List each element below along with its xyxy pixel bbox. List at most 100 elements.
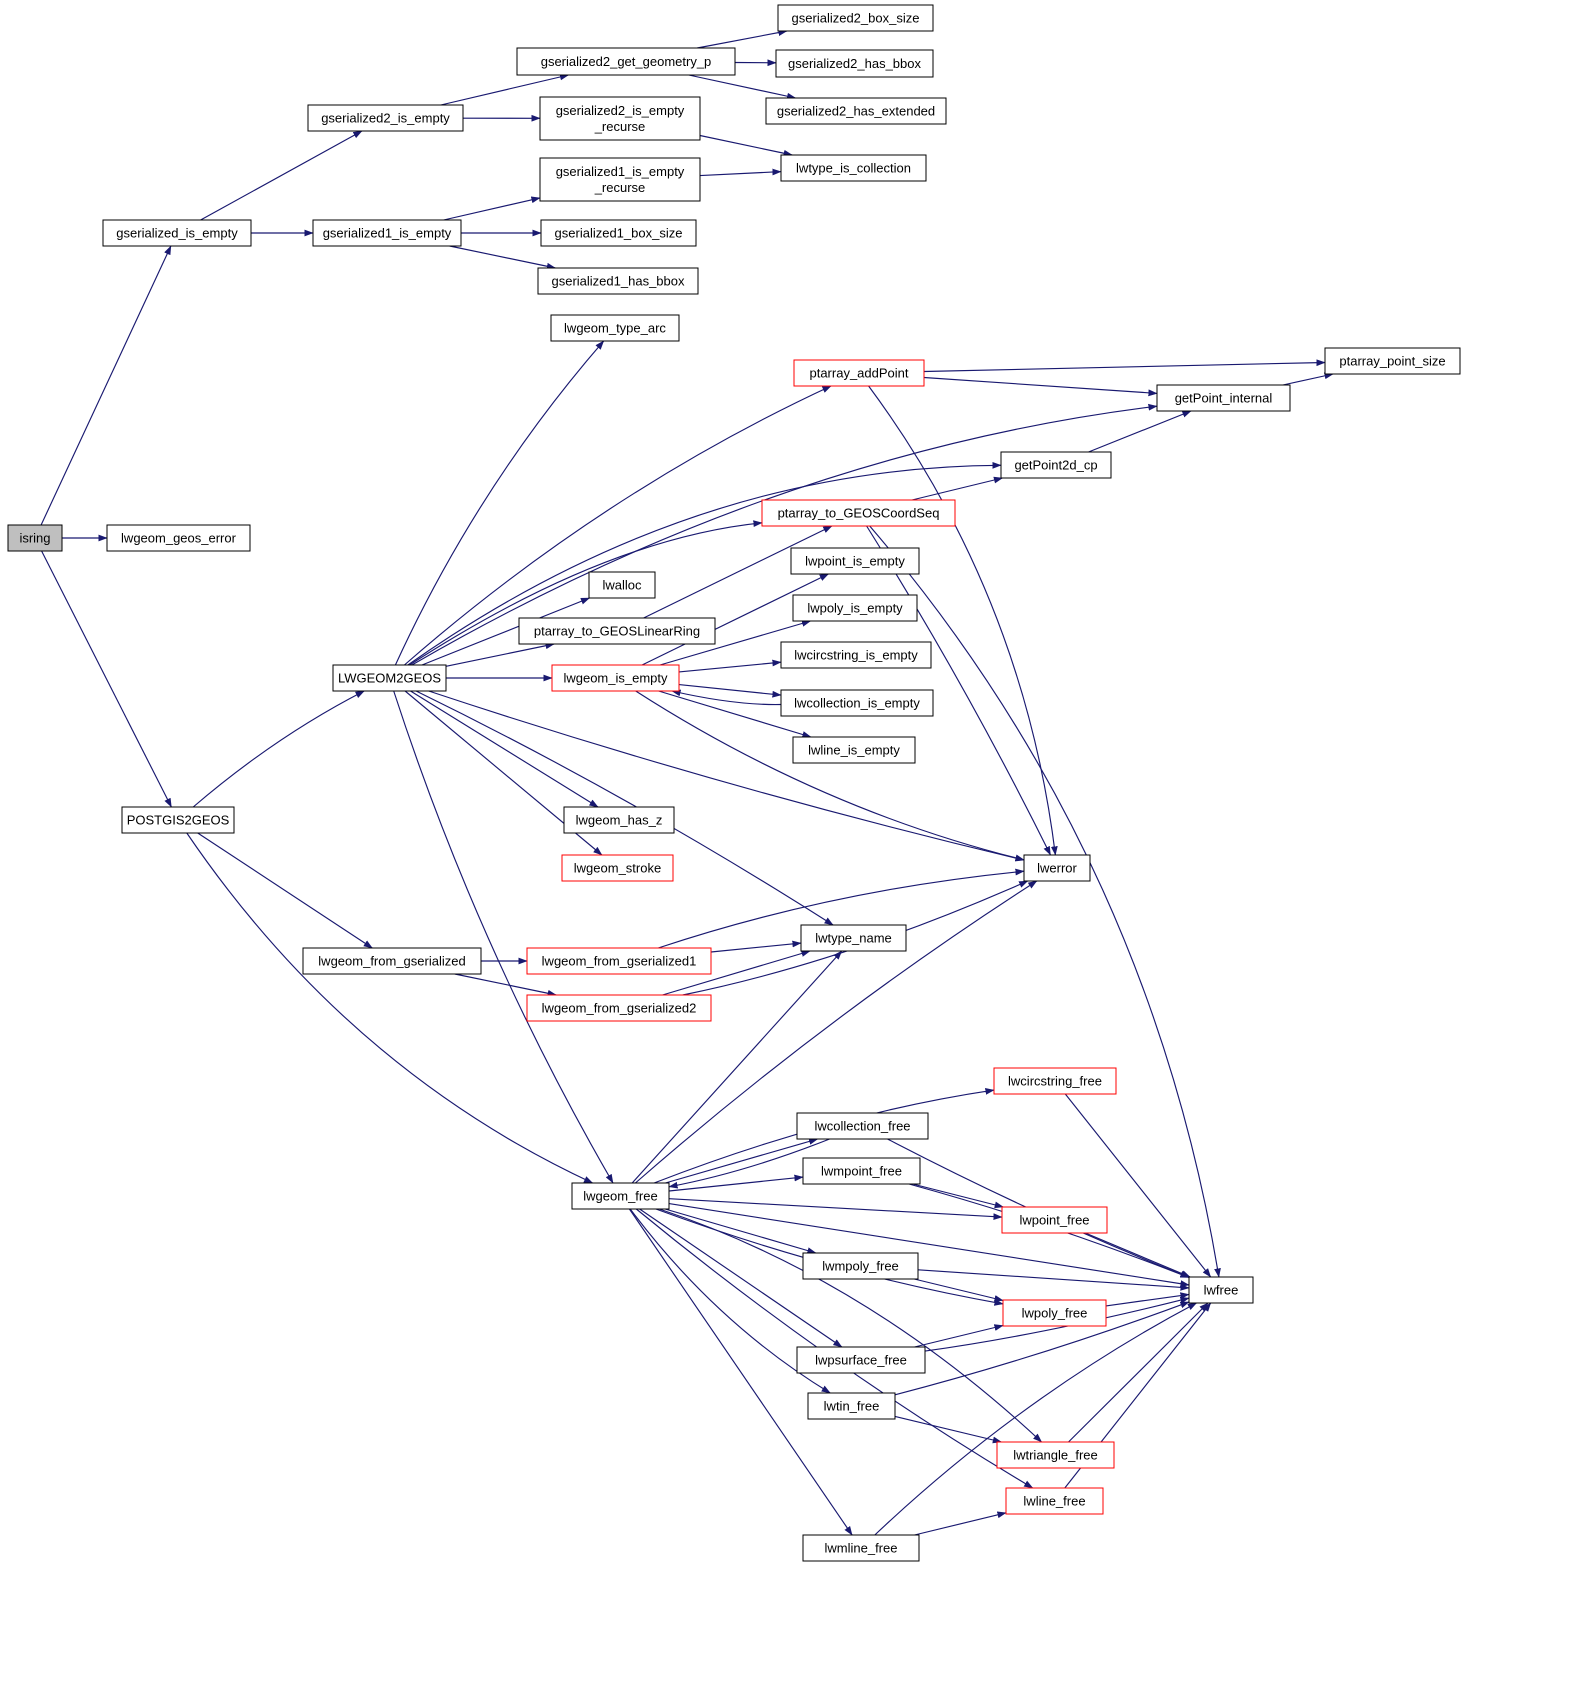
node-box-lwline_free[interactable]: [1005, 1487, 1104, 1515]
node-box-lwpoint_free[interactable]: [1001, 1206, 1108, 1234]
node-box-lwpsurface_free[interactable]: [796, 1346, 926, 1374]
node-box-lwcircstring_is_empty[interactable]: [780, 641, 932, 669]
node-lwgeom_from_gserialized1[interactable]: lwgeom_from_gserialized1: [526, 947, 712, 975]
node-lwtype_name[interactable]: lwtype_name: [800, 924, 907, 952]
node-lwerror[interactable]: lwerror: [1023, 854, 1091, 882]
node-getPoint_internal[interactable]: getPoint_internal: [1156, 384, 1291, 412]
node-box-ptarray_addPoint[interactable]: [793, 359, 925, 387]
node-box-lwpoint_is_empty[interactable]: [790, 547, 920, 575]
node-box-LWGEOM2GEOS[interactable]: [332, 664, 447, 692]
node-box-lwtin_free[interactable]: [807, 1392, 896, 1420]
node-box-gserialized2_is_empty_recurse[interactable]: [539, 96, 701, 141]
node-box-lwpoly_free[interactable]: [1002, 1299, 1107, 1327]
node-lwmline_free[interactable]: lwmline_free: [802, 1534, 920, 1562]
node-gserialized2_box_size[interactable]: gserialized2_box_size: [777, 4, 934, 32]
node-lwpoint_is_empty[interactable]: lwpoint_is_empty: [790, 547, 920, 575]
node-lwgeom_from_gserialized[interactable]: lwgeom_from_gserialized: [302, 947, 482, 975]
node-lwgeom_free[interactable]: lwgeom_free: [571, 1182, 670, 1210]
node-box-lwtype_is_collection[interactable]: [780, 154, 927, 182]
node-gserialized_is_empty[interactable]: gserialized_is_empty: [102, 219, 252, 247]
node-box-lwgeom_from_gserialized[interactable]: [302, 947, 482, 975]
node-box-gserialized2_has_extended[interactable]: [765, 97, 947, 125]
node-lwgeom_geos_error[interactable]: lwgeom_geos_error: [106, 524, 251, 552]
node-lwgeom_from_gserialized2[interactable]: lwgeom_from_gserialized2: [526, 994, 712, 1022]
node-lwgeom_type_arc[interactable]: lwgeom_type_arc: [550, 314, 680, 342]
node-box-lwgeom_has_z[interactable]: [563, 806, 675, 834]
node-box-gserialized2_is_empty[interactable]: [307, 104, 464, 132]
node-lwgeom_stroke[interactable]: lwgeom_stroke: [561, 854, 674, 882]
node-lwmpoly_free[interactable]: lwmpoly_free: [802, 1252, 919, 1280]
node-POSTGIS2GEOS[interactable]: POSTGIS2GEOS: [121, 806, 235, 834]
node-box-ptarray_to_GEOSCoordSeq[interactable]: [761, 499, 956, 527]
node-lwpoint_free[interactable]: lwpoint_free: [1001, 1206, 1108, 1234]
node-gserialized1_is_empty[interactable]: gserialized1_is_empty: [312, 219, 462, 247]
node-box-lwpoly_is_empty[interactable]: [792, 594, 918, 622]
node-lwcircstring_free[interactable]: lwcircstring_free: [993, 1067, 1117, 1095]
node-box-lwerror[interactable]: [1023, 854, 1091, 882]
node-box-lwcollection_free[interactable]: [796, 1112, 929, 1140]
node-gserialized2_get_geometry_p[interactable]: gserialized2_get_geometry_p: [516, 47, 736, 76]
node-lwline_is_empty[interactable]: lwline_is_empty: [792, 736, 916, 764]
node-box-lwgeom_geos_error[interactable]: [106, 524, 251, 552]
node-box-gserialized1_is_empty_recurse[interactable]: [539, 157, 701, 202]
node-lwpoly_free[interactable]: lwpoly_free: [1002, 1299, 1107, 1327]
node-lwline_free[interactable]: lwline_free: [1005, 1487, 1104, 1515]
node-box-lwtriangle_free[interactable]: [996, 1441, 1115, 1469]
node-gserialized2_is_empty_recurse[interactable]: gserialized2_is_empty_recurse: [539, 96, 701, 141]
node-box-getPoint_internal[interactable]: [1156, 384, 1291, 412]
node-box-lwcircstring_free[interactable]: [993, 1067, 1117, 1095]
node-box-gserialized2_get_geometry_p[interactable]: [516, 47, 736, 76]
node-ptarray_addPoint[interactable]: ptarray_addPoint: [793, 359, 925, 387]
node-ptarray_point_size[interactable]: ptarray_point_size: [1324, 347, 1461, 375]
node-lwtriangle_free[interactable]: lwtriangle_free: [996, 1441, 1115, 1469]
node-lwpoly_is_empty[interactable]: lwpoly_is_empty: [792, 594, 918, 622]
node-lwpsurface_free[interactable]: lwpsurface_free: [796, 1346, 926, 1374]
node-gserialized2_has_bbox[interactable]: gserialized2_has_bbox: [775, 49, 934, 78]
node-box-lwfree[interactable]: [1188, 1276, 1254, 1304]
node-box-lwgeom_is_empty[interactable]: [551, 664, 680, 692]
node-lwcircstring_is_empty[interactable]: lwcircstring_is_empty: [780, 641, 932, 669]
node-box-lwgeom_type_arc[interactable]: [550, 314, 680, 342]
node-box-gserialized2_box_size[interactable]: [777, 4, 934, 32]
node-box-lwalloc[interactable]: [588, 571, 656, 599]
node-lwmpoint_free[interactable]: lwmpoint_free: [802, 1157, 921, 1185]
node-LWGEOM2GEOS[interactable]: LWGEOM2GEOS: [332, 664, 447, 692]
node-box-ptarray_point_size[interactable]: [1324, 347, 1461, 375]
node-lwgeom_is_empty[interactable]: lwgeom_is_empty: [551, 664, 680, 692]
node-box-gserialized1_box_size[interactable]: [540, 219, 697, 247]
node-box-lwgeom_from_gserialized1[interactable]: [526, 947, 712, 975]
node-gserialized1_box_size[interactable]: gserialized1_box_size: [540, 219, 697, 247]
node-box-isring[interactable]: [7, 524, 63, 552]
node-box-ptarray_to_GEOSLinearRing[interactable]: [518, 617, 716, 645]
node-lwfree[interactable]: lwfree: [1188, 1276, 1254, 1304]
node-box-gserialized1_is_empty[interactable]: [312, 219, 462, 247]
node-box-lwgeom_free[interactable]: [571, 1182, 670, 1210]
node-lwgeom_has_z[interactable]: lwgeom_has_z: [563, 806, 675, 834]
node-gserialized1_has_bbox[interactable]: gserialized1_has_bbox: [537, 267, 699, 295]
node-isring[interactable]: isring: [7, 524, 63, 552]
node-box-lwtype_name[interactable]: [800, 924, 907, 952]
node-lwcollection_is_empty[interactable]: lwcollection_is_empty: [780, 689, 934, 717]
node-box-lwmpoint_free[interactable]: [802, 1157, 921, 1185]
node-box-lwline_is_empty[interactable]: [792, 736, 916, 764]
node-ptarray_to_GEOSCoordSeq[interactable]: ptarray_to_GEOSCoordSeq: [761, 499, 956, 527]
node-ptarray_to_GEOSLinearRing[interactable]: ptarray_to_GEOSLinearRing: [518, 617, 716, 645]
node-gserialized2_has_extended[interactable]: gserialized2_has_extended: [765, 97, 947, 125]
node-box-lwmline_free[interactable]: [802, 1534, 920, 1562]
node-box-gserialized2_has_bbox[interactable]: [775, 49, 934, 78]
node-lwcollection_free[interactable]: lwcollection_free: [796, 1112, 929, 1140]
node-gserialized1_is_empty_recurse[interactable]: gserialized1_is_empty_recurse: [539, 157, 701, 202]
node-lwtin_free[interactable]: lwtin_free: [807, 1392, 896, 1420]
node-box-lwmpoly_free[interactable]: [802, 1252, 919, 1280]
node-box-lwgeom_stroke[interactable]: [561, 854, 674, 882]
node-gserialized2_is_empty[interactable]: gserialized2_is_empty: [307, 104, 464, 132]
node-box-lwcollection_is_empty[interactable]: [780, 689, 934, 717]
node-box-gserialized1_has_bbox[interactable]: [537, 267, 699, 295]
node-lwalloc[interactable]: lwalloc: [588, 571, 656, 599]
node-box-POSTGIS2GEOS[interactable]: [121, 806, 235, 834]
node-getPoint2d_cp[interactable]: getPoint2d_cp: [1000, 451, 1112, 479]
node-box-gserialized_is_empty[interactable]: [102, 219, 252, 247]
node-box-lwgeom_from_gserialized2[interactable]: [526, 994, 712, 1022]
node-box-getPoint2d_cp[interactable]: [1000, 451, 1112, 479]
node-lwtype_is_collection[interactable]: lwtype_is_collection: [780, 154, 927, 182]
